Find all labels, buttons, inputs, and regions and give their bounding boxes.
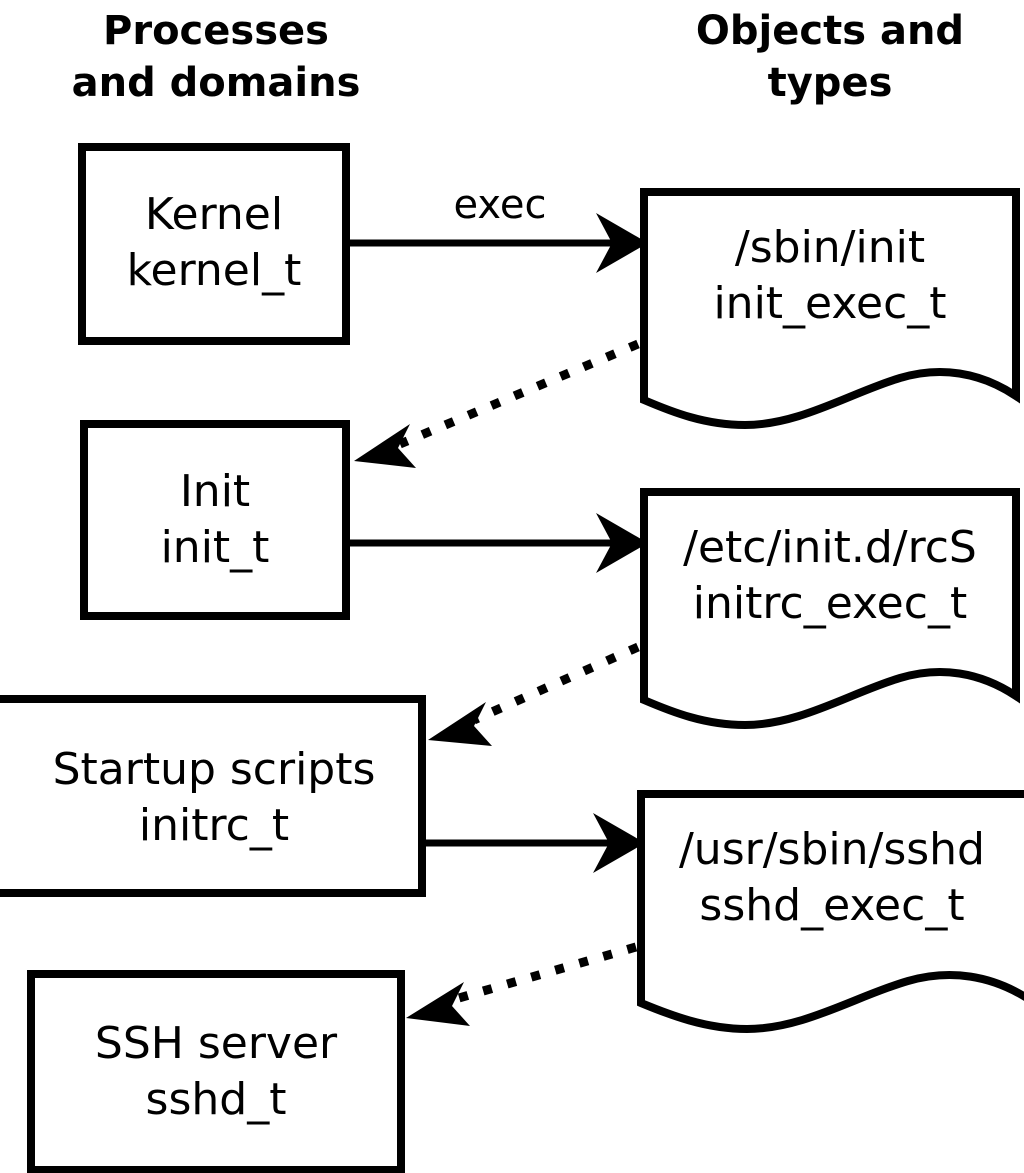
edge-init-to-initrc-exec xyxy=(348,513,648,573)
process-node-initrc[interactable]: Startup scripts initrc_t xyxy=(0,695,426,897)
process-label-initrc: Startup scripts xyxy=(53,744,376,795)
object-node-sshd-exec[interactable]: /usr/sbin/sshd sshd_exec_t xyxy=(637,790,1024,1034)
header-processes-line1: Processes xyxy=(103,8,329,54)
object-type-sshd-exec: sshd_exec_t xyxy=(699,880,964,931)
process-label-sshd: SSH server xyxy=(95,1018,338,1069)
column-header-processes: Processes and domains xyxy=(72,8,361,106)
process-box-initrc[interactable] xyxy=(0,695,426,897)
process-label-kernel: Kernel xyxy=(145,189,283,240)
edge-initrc-to-sshd-exec xyxy=(424,813,645,873)
object-path-init-exec: /sbin/init xyxy=(735,222,925,273)
process-label-init: Init xyxy=(180,466,250,517)
process-box-sshd[interactable] xyxy=(27,970,405,1173)
arrow-head-sshd-exec-sshd xyxy=(406,982,470,1026)
header-objects-line1: Objects and xyxy=(696,8,964,54)
arrow-head-exec xyxy=(596,213,648,273)
document-shape-initrc-exec[interactable] xyxy=(640,488,1020,730)
arrow-head-initrc-exec-initrc xyxy=(428,702,492,746)
object-type-initrc-exec: initrc_exec_t xyxy=(693,578,967,629)
edge-initrc-exec-to-initrc xyxy=(428,642,640,746)
edge-init-exec-to-init xyxy=(354,339,640,468)
process-box-kernel[interactable] xyxy=(78,143,350,345)
arrow-head-init-exec-init xyxy=(354,424,416,468)
process-node-init[interactable]: Init init_t xyxy=(80,420,350,620)
edge-line-init-exec-init xyxy=(398,339,640,449)
edge-line-initrc-exec-initrc xyxy=(472,642,640,725)
process-type-init: init_t xyxy=(161,522,270,573)
document-shape-sshd-exec[interactable] xyxy=(637,790,1024,1034)
edge-kernel-to-init-exec: exec xyxy=(348,182,648,273)
header-processes-line2: and domains xyxy=(72,60,361,106)
process-type-initrc: initrc_t xyxy=(139,800,289,851)
edge-sshd-exec-to-sshd xyxy=(406,942,638,1026)
object-path-sshd-exec: /usr/sbin/sshd xyxy=(679,824,985,875)
edge-line-sshd-exec-sshd xyxy=(450,942,638,1005)
object-type-init-exec: init_exec_t xyxy=(713,278,946,329)
object-path-initrc-exec: /etc/init.d/rcS xyxy=(683,522,977,573)
edge-label-exec: exec xyxy=(454,182,547,228)
process-type-kernel: kernel_t xyxy=(127,245,302,296)
arrow-head-init-initrc-exec xyxy=(596,513,648,573)
process-node-kernel[interactable]: Kernel kernel_t xyxy=(78,143,350,345)
arrow-head-initrc-sshd-exec xyxy=(593,813,645,873)
process-box-init[interactable] xyxy=(80,420,350,620)
header-objects-line2: types xyxy=(768,60,893,106)
process-type-sshd: sshd_t xyxy=(146,1074,287,1125)
process-node-sshd[interactable]: SSH server sshd_t xyxy=(27,970,405,1173)
column-header-objects: Objects and types xyxy=(696,8,964,106)
document-shape-init-exec[interactable] xyxy=(640,188,1020,430)
object-node-initrc-exec[interactable]: /etc/init.d/rcS initrc_exec_t xyxy=(640,488,1020,730)
object-node-init-exec[interactable]: /sbin/init init_exec_t xyxy=(640,188,1020,430)
